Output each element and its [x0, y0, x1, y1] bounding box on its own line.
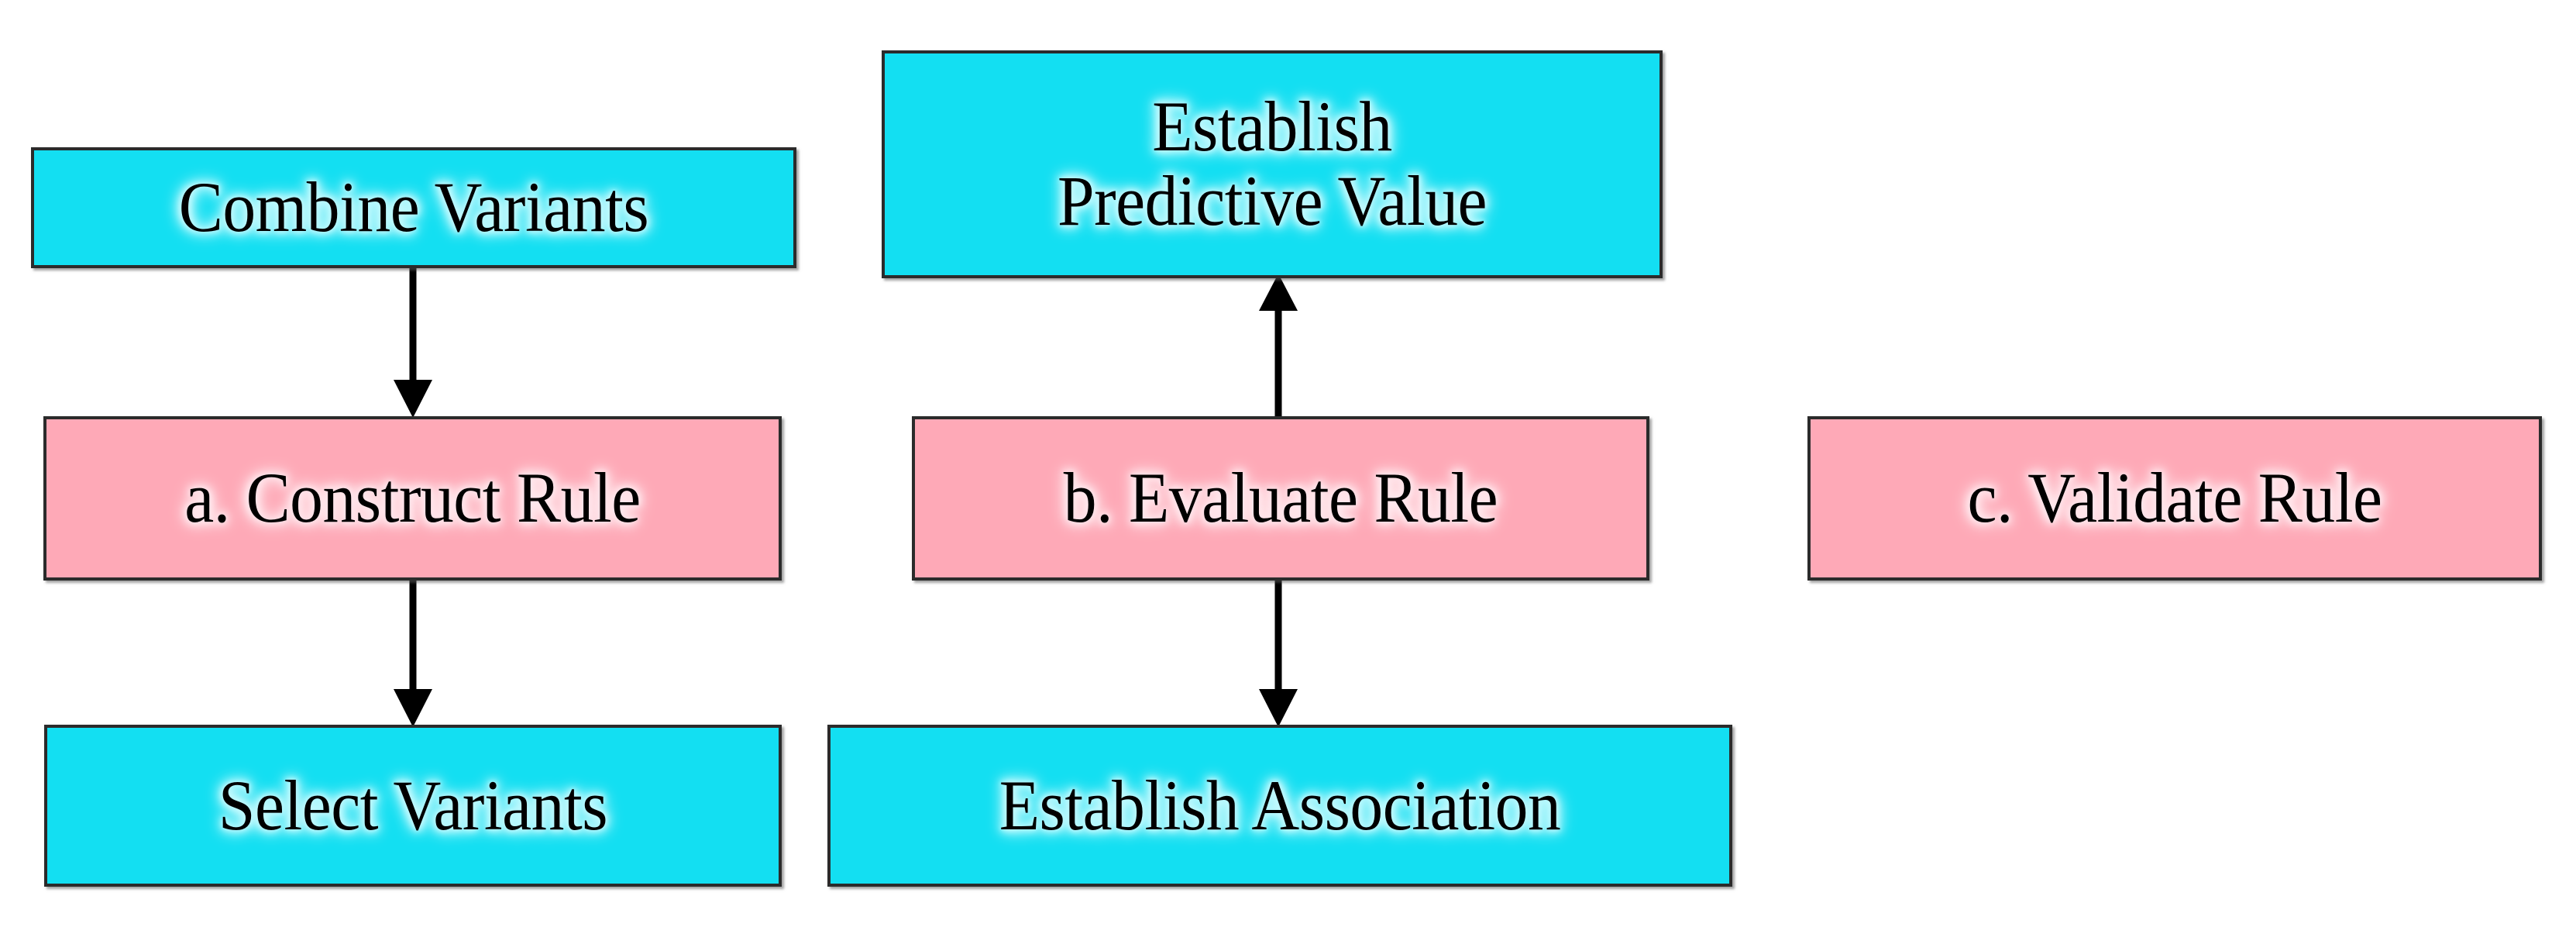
- node-construct-rule[interactable]: a. Construct Rule: [43, 416, 782, 581]
- arrow-construct-to-select: [390, 577, 436, 728]
- node-label-line-2: Predictive Value: [1057, 161, 1487, 240]
- node-label-line-1: Establish: [1152, 87, 1392, 167]
- node-validate-rule[interactable]: c. Validate Rule: [1807, 416, 2542, 581]
- node-label: Select Variants: [218, 765, 608, 845]
- arrow-combine-to-construct: [390, 264, 436, 419]
- node-establish-association[interactable]: Establish Association: [827, 725, 1732, 887]
- node-label: a. Construct Rule: [184, 458, 641, 538]
- node-label: b. Evaluate Rule: [1063, 458, 1498, 538]
- node-label: Establish Association: [999, 765, 1561, 845]
- arrow-evaluate-to-association: [1255, 577, 1302, 728]
- node-establish-predictive-value[interactable]: Establish Predictive Value: [882, 50, 1663, 278]
- node-select-variants[interactable]: Select Variants: [44, 725, 782, 887]
- node-evaluate-rule[interactable]: b. Evaluate Rule: [912, 416, 1649, 581]
- node-label: Combine Variants: [178, 167, 649, 247]
- node-combine-variants[interactable]: Combine Variants: [31, 147, 796, 268]
- node-label: c. Validate Rule: [1967, 458, 2382, 538]
- arrow-evaluate-to-predictive-value: [1255, 274, 1302, 421]
